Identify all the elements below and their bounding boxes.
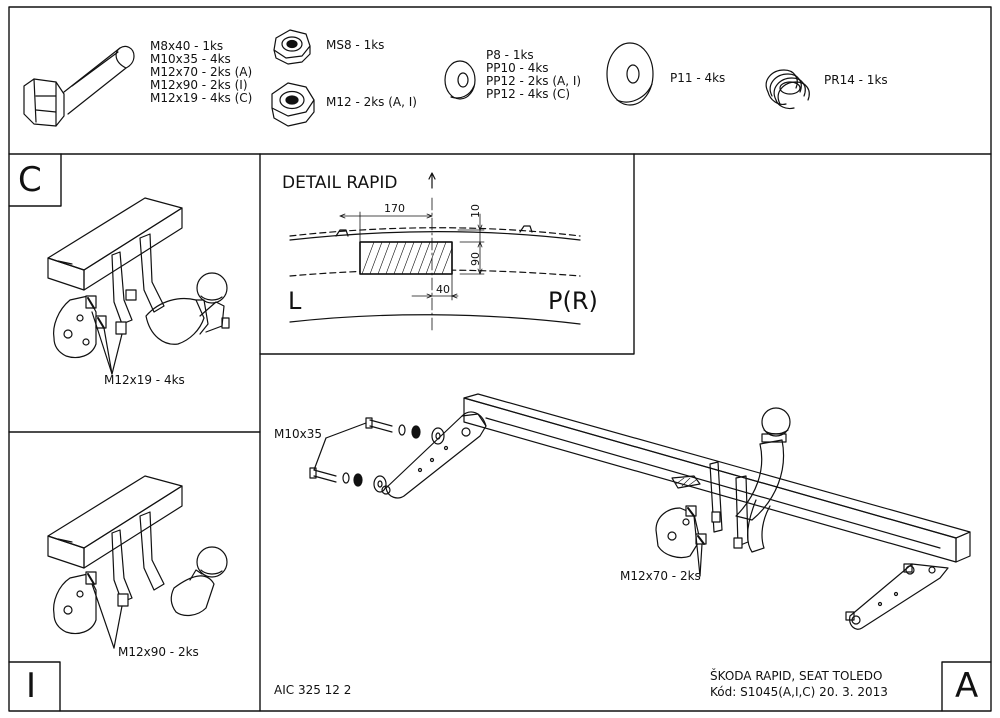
bolt-spec-m8x40: M8x40 - 1ks [150, 39, 224, 53]
washer-spec-pp12-ai: PP12 - 2ks (A, I) [486, 74, 582, 88]
panel-c-bolt-label: M12x19 - 4ks [104, 373, 185, 387]
detail-rapid-drawing [289, 172, 581, 333]
bolt-spec-m12x90: M12x90 - 2ks (I) [150, 78, 248, 92]
spring-washer-label: PR14 - 1ks [824, 73, 888, 87]
frame-lines [8, 6, 992, 712]
washer-large-drawing [606, 42, 654, 106]
nut-m12-label: M12 - 2ks (A, I) [326, 95, 417, 109]
washer-large-label: P11 - 4ks [670, 71, 726, 85]
product-code-date: Kód: S1045(A,I,C) 20. 3. 2013 [710, 685, 888, 699]
hex-bolt-drawing [23, 45, 135, 127]
vehicle-name: ŠKODA RAPID, SEAT TOLEDO [710, 669, 883, 683]
bolt-spec-m12x19: M12x19 - 4ks (C) [150, 91, 253, 105]
detail-dim-width: 170 [384, 202, 405, 215]
panel-c-towbar-drawing [47, 197, 230, 375]
nut-ms8-label: MS8 - 1ks [326, 38, 385, 52]
washer-spec-pp10: PP10 - 4ks [486, 61, 549, 75]
main-bolt-label-center: M12x70 - 2ks [620, 569, 701, 583]
panel-i-towbar-drawing [47, 475, 228, 649]
washer-spec-p8: P8 - 1ks [486, 48, 534, 62]
panel-c-letter: C [18, 160, 42, 200]
detail-right-label: P(R) [548, 287, 598, 315]
detail-left-label: L [288, 287, 302, 315]
panel-i-bolt-label: M12x90 - 2ks [118, 645, 199, 659]
detail-dim-height: 90 [469, 252, 482, 266]
document-code: AIC 325 12 2 [274, 683, 352, 697]
nut-ms8-drawing [273, 29, 311, 65]
bolt-spec-m10x35: M10x35 - 4ks [150, 52, 231, 66]
bolt-spec-m12x70: M12x70 - 2ks (A) [150, 65, 253, 79]
nut-m12-drawing [271, 82, 315, 127]
washer-spec-pp12-c: PP12 - 4ks (C) [486, 87, 571, 101]
bolt-spec-list: M8x40 - 1ks M10x35 - 4ks M12x70 - 2ks (A… [150, 40, 252, 105]
washer-small-list: P8 - 1ks PP10 - 4ks PP12 - 2ks (A, I) PP… [486, 49, 581, 101]
panel-i-letter: I [26, 666, 37, 706]
main-towbar-drawing [309, 393, 971, 630]
exploded-hardware [309, 417, 445, 493]
washer-small-drawing [444, 60, 476, 100]
spring-washer-drawing [765, 69, 810, 110]
detail-dim-offset: 40 [436, 283, 450, 296]
panel-a-letter: A [955, 666, 979, 706]
main-bolt-label-side: M10x35 [274, 427, 322, 441]
detail-dim-top: 10 [469, 204, 482, 218]
detail-title: DETAIL RAPID [282, 173, 398, 193]
